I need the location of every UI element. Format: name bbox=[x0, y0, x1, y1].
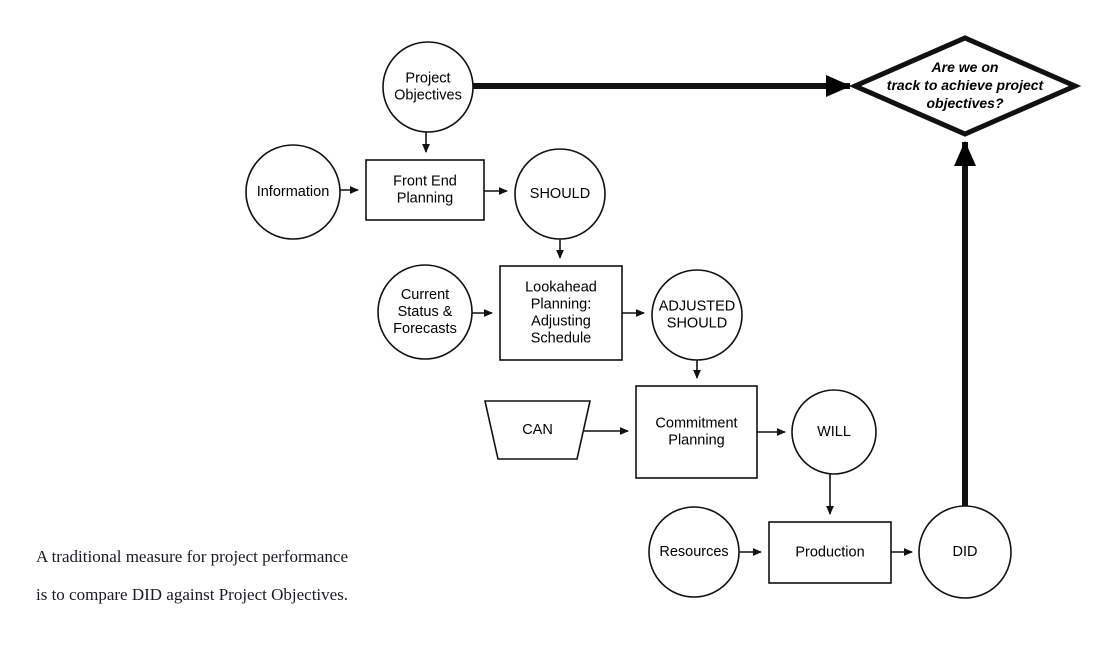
shape-rect bbox=[365, 159, 485, 221]
shape-circle bbox=[245, 144, 341, 240]
shape-rect bbox=[635, 385, 758, 479]
node-label-can: CAN bbox=[522, 422, 553, 438]
edges-layer bbox=[340, 75, 976, 556]
node-did[interactable]: DID bbox=[918, 505, 1012, 599]
node-label-production: Production bbox=[795, 544, 864, 560]
node-label-will: WILL bbox=[817, 424, 851, 440]
node-label-should: SHOULD bbox=[530, 186, 590, 202]
shape-trapezoid bbox=[484, 400, 591, 460]
diagram-caption: A traditional measure for project perfor… bbox=[36, 547, 348, 604]
node-resources[interactable]: Resources bbox=[648, 506, 740, 598]
shape-circle bbox=[377, 264, 473, 360]
node-label-did: DID bbox=[953, 544, 978, 560]
node-label-resources: Resources bbox=[659, 544, 728, 560]
shape-circle bbox=[791, 389, 877, 475]
shape-circle bbox=[651, 269, 743, 361]
caption-line-2: is to compare DID against Project Object… bbox=[36, 585, 348, 604]
shape-circle bbox=[514, 148, 606, 240]
shape-rect bbox=[768, 521, 892, 584]
caption-line-1: A traditional measure for project perfor… bbox=[36, 547, 348, 566]
node-should[interactable]: SHOULD bbox=[514, 148, 606, 240]
shape-diamond bbox=[848, 35, 1082, 137]
shape-circle bbox=[382, 41, 474, 133]
node-label-information: Information bbox=[257, 184, 330, 200]
node-will[interactable]: WILL bbox=[791, 389, 877, 475]
shape-circle bbox=[648, 506, 740, 598]
shape-circle bbox=[918, 505, 1012, 599]
node-production[interactable]: Production bbox=[768, 521, 892, 584]
node-information[interactable]: Information bbox=[245, 144, 341, 240]
node-can[interactable]: CAN bbox=[484, 400, 591, 460]
shape-rect bbox=[499, 265, 623, 361]
